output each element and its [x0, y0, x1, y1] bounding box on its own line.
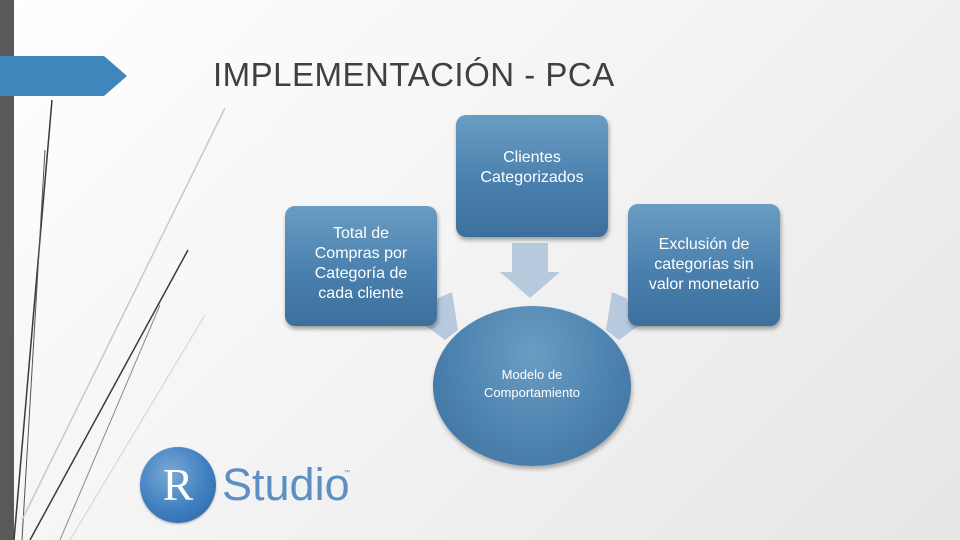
- logo-wordmark: Studio: [222, 459, 350, 510]
- node-label: Exclusión de categorías sin valor moneta…: [648, 236, 760, 293]
- node-modelo-comportamiento: Modelo de Comportamiento: [433, 306, 631, 466]
- slide-title: IMPLEMENTACIÓN - PCA: [213, 56, 615, 93]
- node-label: Total de Compras por Categoría de cada c…: [314, 225, 408, 302]
- decorative-lines: [13, 99, 226, 540]
- node-clientes-categorizados: Clientes Categorizados: [456, 115, 608, 237]
- arrow-down-right-icon: [426, 292, 458, 340]
- node-label: Clientes Categorizados: [480, 149, 584, 186]
- rstudio-logo-icon: R: [140, 447, 216, 523]
- arrow-down-icon: [500, 243, 560, 298]
- arrow-down-left-icon: [606, 292, 638, 340]
- logo-letter: R: [162, 459, 194, 510]
- title-arrow-icon: [0, 56, 127, 96]
- left-sidebar-bar: [0, 0, 14, 540]
- node-total-compras: Total de Compras por Categoría de cada c…: [285, 206, 437, 326]
- node-label: Modelo de Comportamiento: [483, 367, 581, 400]
- node-exclusion-categorias: Exclusión de categorías sin valor moneta…: [628, 204, 780, 326]
- logo-trademark: ™: [344, 470, 350, 476]
